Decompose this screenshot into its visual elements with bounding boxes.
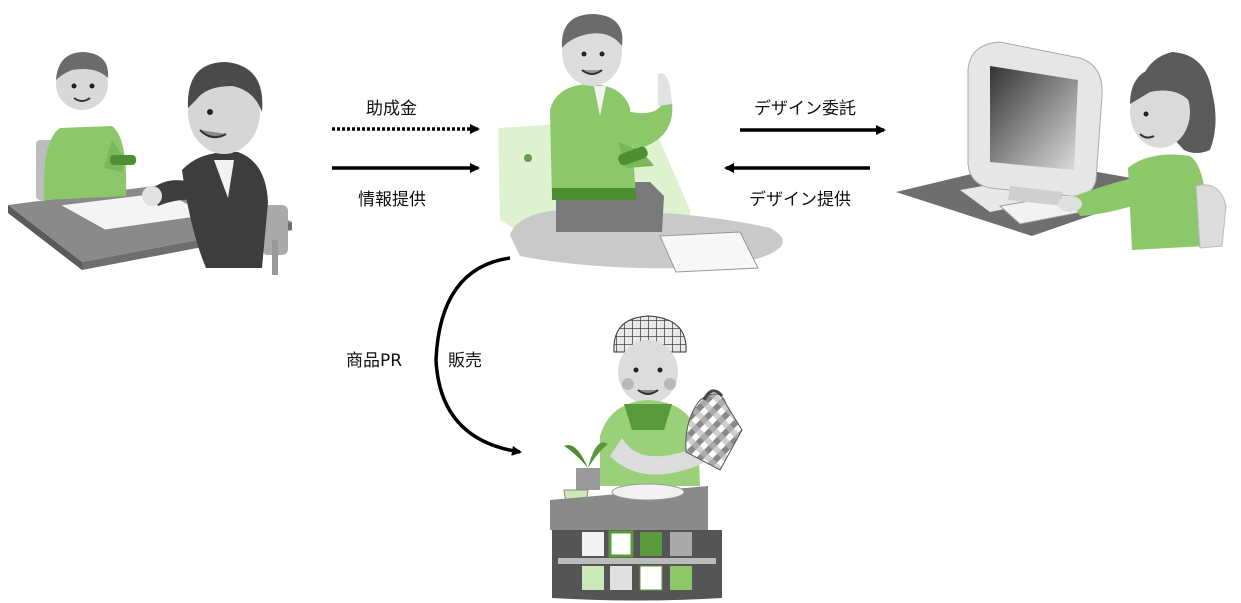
sales-label: 販売 — [448, 351, 482, 371]
shopkeeper-icon — [550, 315, 743, 601]
info-label: 情報提供 — [358, 190, 426, 210]
sales-curved-arrow — [434, 256, 522, 456]
product-pr-label: 商品PR — [346, 351, 403, 371]
design-provide-label: デザイン提供 — [749, 190, 851, 210]
subsidy-label: 助成金 — [366, 99, 417, 119]
pointing-man-icon — [498, 14, 783, 273]
meeting-people-icon — [8, 52, 292, 275]
design-commission-label: デザイン委託 — [754, 99, 856, 119]
computer-designer-icon — [896, 41, 1227, 250]
